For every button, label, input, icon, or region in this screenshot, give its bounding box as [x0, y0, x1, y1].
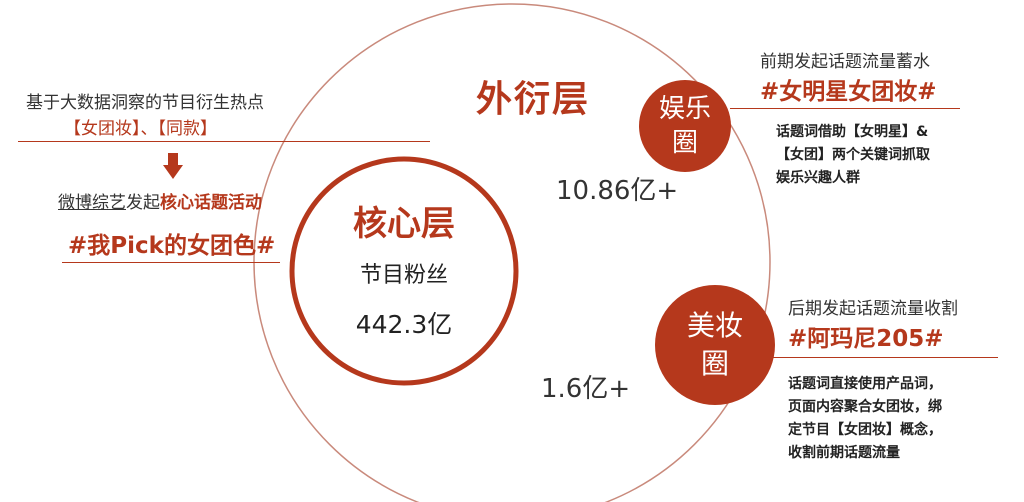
beauty-hashtag: #阿玛尼205# [788, 326, 944, 352]
left-divider-line [18, 141, 430, 142]
entertainment-description: 话题词借助【女明星】& 【女团】两个关键词抓取 娱乐兴趣人群 [776, 121, 930, 190]
left-hashtag: #我Pick的女团色# [68, 233, 276, 259]
entertainment-circle-line2: 圈 [671, 128, 698, 158]
weibo-variety-label: 微博综艺 [58, 193, 126, 213]
entertainment-circle: 娱乐 圈 [639, 80, 731, 172]
beauty-description: 话题词直接使用产品词， 页面内容聚合女团妆，绑 定节目【女团妆】概念， 收割前期… [788, 373, 942, 465]
entertainment-desc-line: 话题词借助【女明星】& [776, 124, 929, 140]
entertainment-divider-line [730, 108, 960, 109]
core-topic-activity-label: 核心话题活动 [160, 193, 262, 213]
entertainment-phase-text: 前期发起话题流量蓄水 [760, 52, 930, 72]
entertainment-circle-line1: 娱乐 [658, 94, 711, 124]
outer-layer-title: 外衍层 [476, 79, 591, 120]
core-layer-value: 442.3亿 [355, 310, 453, 339]
left-activity-text: 微博综艺发起核心话题活动 [58, 188, 262, 213]
beauty-desc-line: 页面内容聚合女团妆，绑 [788, 399, 942, 415]
beauty-desc-line: 定节目【女团妆】概念， [788, 422, 942, 438]
beauty-desc-line: 收割前期话题流量 [788, 445, 900, 461]
down-arrow-icon [163, 153, 183, 181]
beauty-reach-stat: 1.6亿+ [541, 374, 631, 404]
core-layer-title: 核心层 [353, 204, 455, 244]
core-layer-ring [289, 156, 519, 386]
entertainment-desc-line: 娱乐兴趣人群 [776, 170, 860, 186]
beauty-phase-text: 后期发起话题流量收割 [788, 299, 958, 319]
beauty-desc-line: 话题词直接使用产品词， [788, 376, 942, 392]
beauty-circle: 美妆 圈 [655, 285, 775, 405]
left-insight-text: 基于大数据洞察的节目衍生热点 [26, 93, 264, 113]
left-hashtag-underline [62, 262, 280, 263]
left-hot-keywords: 【女团妆】、【同款】 [64, 119, 217, 139]
entertainment-desc-line: 【女团】两个关键词抓取 [776, 147, 930, 163]
beauty-circle-line1: 美妆 [686, 309, 743, 342]
launch-label: 发起 [126, 193, 160, 213]
beauty-divider-line [772, 357, 998, 358]
core-layer-label: 节目粉丝 [359, 263, 448, 288]
entertainment-reach-stat: 10.86亿+ [556, 176, 679, 206]
entertainment-hashtag: #女明星女团妆# [760, 79, 937, 105]
beauty-circle-line2: 圈 [700, 347, 729, 380]
